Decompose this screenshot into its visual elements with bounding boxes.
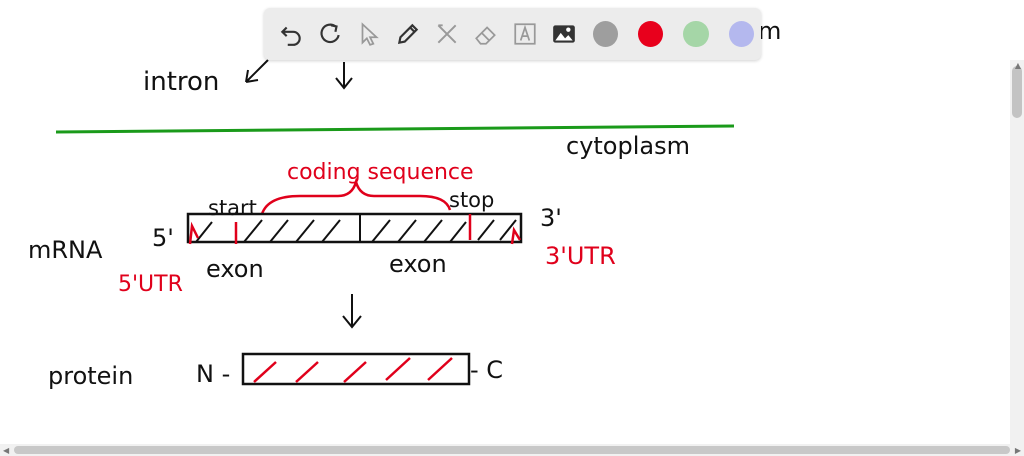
scroll-left-arrow-icon[interactable]: ◀ — [3, 446, 10, 455]
coding-sequence-label: coding sequence — [287, 160, 474, 185]
five-utr-mark — [188, 221, 200, 245]
pen-button[interactable] — [391, 17, 424, 51]
vertical-scrollbar[interactable] — [1010, 60, 1024, 444]
protein-hatching — [253, 357, 453, 383]
three-utr-label: 3'UTR — [545, 242, 616, 270]
redo-button[interactable] — [313, 17, 346, 51]
five-utr-label: 5'UTR — [118, 272, 183, 297]
intron-arrow — [245, 59, 269, 83]
three-prime-label: 3' — [540, 204, 562, 232]
protein-bar — [241, 352, 471, 386]
down-arrow-top — [335, 62, 353, 90]
exon-label-1: exon — [206, 255, 264, 283]
n-terminus-label: N - — [196, 360, 230, 388]
mrna-bar — [186, 212, 523, 245]
drawing-toolbar — [264, 8, 761, 60]
text-button[interactable] — [508, 17, 541, 51]
intron-label: intron — [143, 67, 219, 97]
stop-label: stop — [449, 188, 494, 212]
text-icon — [513, 23, 536, 45]
color-swatch-blue[interactable] — [728, 21, 754, 47]
exon-label-2: exon — [389, 250, 447, 278]
image-icon — [552, 25, 575, 43]
mrna-label: mRNA — [28, 236, 103, 264]
partial-text-m: m — [758, 17, 781, 45]
start-label: start — [208, 196, 257, 220]
protein-label: protein — [48, 362, 133, 390]
tools-button[interactable] — [430, 17, 463, 51]
scroll-right-arrow-icon[interactable]: ▶ — [1014, 446, 1021, 455]
down-arrow-translation — [342, 294, 362, 329]
mrna-hatching — [195, 219, 517, 243]
image-button[interactable] — [547, 17, 580, 51]
nuclear-membrane-line — [55, 124, 735, 134]
pen-icon — [397, 23, 418, 45]
eraser-button[interactable] — [469, 17, 502, 51]
color-swatch-gray[interactable] — [593, 21, 619, 47]
eraser-icon — [474, 26, 496, 45]
horizontal-scroll-thumb[interactable] — [14, 446, 1010, 454]
three-utr-mark — [510, 226, 522, 245]
vertical-scroll-thumb[interactable] — [1012, 66, 1022, 118]
pointer-icon — [361, 22, 379, 46]
redo-icon — [319, 23, 340, 44]
c-terminus-label: - C — [470, 356, 503, 384]
coding-sequence-brace — [260, 177, 452, 215]
cytoplasm-label: cytoplasm — [566, 132, 690, 160]
scroll-up-arrow-icon[interactable]: ▲ — [1014, 61, 1021, 70]
five-prime-label: 5' — [152, 224, 174, 252]
tools-icon — [437, 24, 456, 44]
undo-button[interactable] — [274, 17, 307, 51]
color-swatch-red[interactable] — [638, 21, 664, 47]
color-swatch-green[interactable] — [683, 21, 709, 47]
undo-icon — [280, 26, 301, 46]
pointer-button[interactable] — [352, 17, 385, 51]
